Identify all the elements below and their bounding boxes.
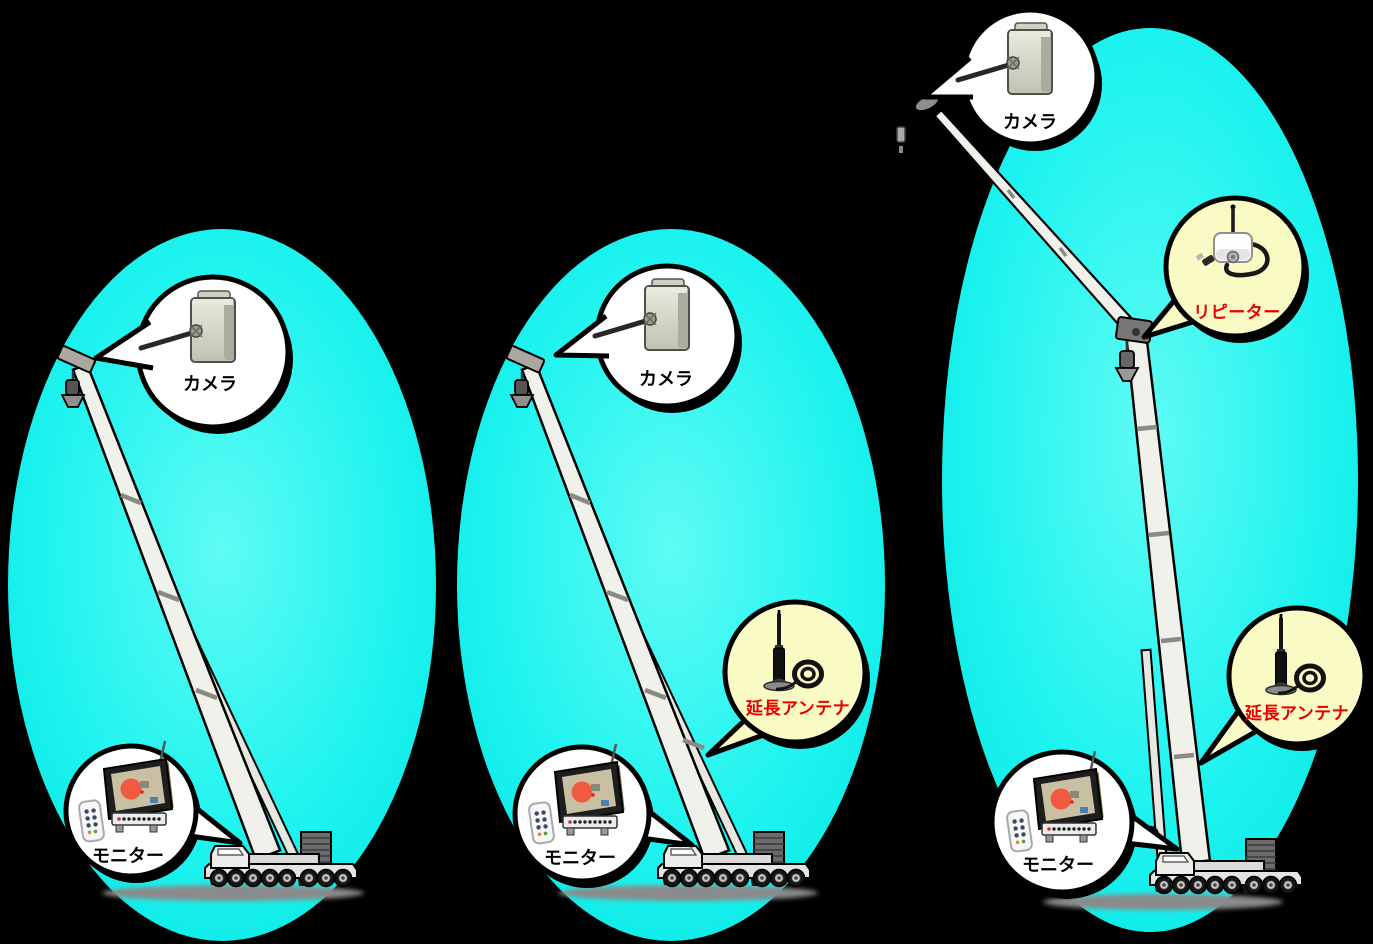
speech-bubble xyxy=(1163,195,1307,339)
bubble-tail xyxy=(921,56,973,100)
ground-shadow xyxy=(558,885,818,901)
repeater-label: リピーター xyxy=(1193,303,1281,322)
callout-monitor: モニター xyxy=(63,739,243,883)
scene-repeater-setup: カメラ リピーター 延長アンテナ モニター xyxy=(896,7,1370,932)
camera-label: カメラ xyxy=(183,374,237,394)
bubble-tail xyxy=(93,319,154,371)
boom-head xyxy=(56,345,97,374)
hook-block xyxy=(514,379,529,396)
scene-basic-setup: カメラ モニター xyxy=(8,229,436,941)
callout-camera: カメラ xyxy=(921,7,1102,151)
remote-icon xyxy=(1005,808,1034,854)
monitor-label: モニター xyxy=(544,848,616,868)
callout-monitor: モニター xyxy=(989,749,1180,899)
callout-extension-antenna: 延長アンテナ xyxy=(705,599,870,758)
extension-antenna-label: 延長アンテナ xyxy=(1244,703,1349,723)
boom-section-joints xyxy=(569,492,705,751)
bubble-tail xyxy=(553,314,610,359)
jib-section-joints xyxy=(1006,188,1068,258)
hook-icon xyxy=(60,394,86,408)
crane-illustration xyxy=(56,345,357,886)
callout-camera: カメラ xyxy=(93,274,293,434)
scene-extension-antenna-setup: カメラ 延長アンテナ モニター xyxy=(457,229,885,941)
crane-illustration xyxy=(505,345,810,886)
monitor-label: モニター xyxy=(92,846,164,866)
callout-camera: カメラ xyxy=(553,263,742,413)
boom-section-joints xyxy=(1136,424,1195,760)
boom-head xyxy=(505,345,546,374)
callout-repeater: リピーター xyxy=(1141,195,1309,343)
monitor-label: モニター xyxy=(1022,855,1094,875)
callout-monitor: モニター xyxy=(512,742,695,888)
jib-tip-hook xyxy=(896,126,906,143)
remote-icon xyxy=(77,798,106,844)
callout-extension-antenna: 延長アンテナ xyxy=(1198,605,1370,766)
crane-illustration xyxy=(896,93,1302,894)
joint-sheave xyxy=(1132,328,1140,336)
hook-icon xyxy=(509,394,535,408)
ground-shadow xyxy=(102,885,364,901)
hook-block xyxy=(65,379,80,396)
hook-icon xyxy=(1114,367,1140,382)
hook-block xyxy=(1119,350,1135,369)
ground-shadow xyxy=(1043,894,1283,910)
jib-tip-hook-pin xyxy=(899,146,903,153)
camera-label: カメラ xyxy=(639,369,693,389)
remote-icon xyxy=(527,800,556,846)
camera-label: カメラ xyxy=(1003,112,1057,132)
extension-antenna-label: 延長アンテナ xyxy=(745,698,850,718)
boom-section-joints xyxy=(120,492,218,701)
